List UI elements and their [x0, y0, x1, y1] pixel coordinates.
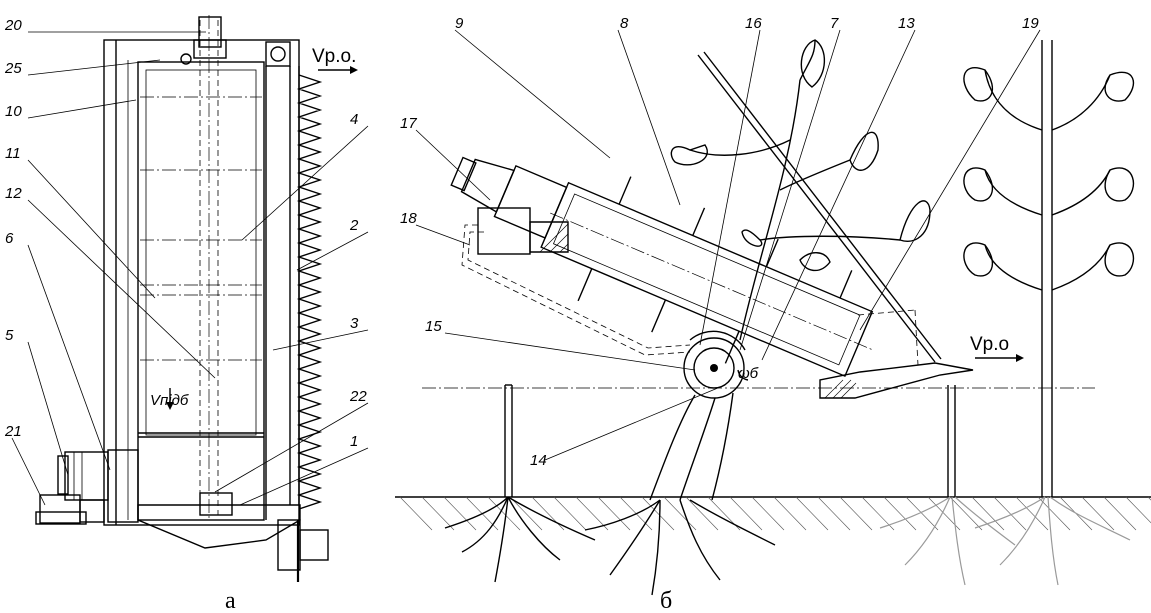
callout-25: 25 — [4, 60, 22, 77]
leader-lines — [11, 29, 1041, 506]
soil-hatch-line — [421, 496, 455, 531]
soil-hatch-line — [729, 496, 763, 531]
callout-1: 1 — [350, 433, 358, 450]
callout-2: 2 — [349, 217, 359, 234]
share — [819, 362, 974, 399]
soil-hatch-line — [487, 496, 521, 531]
callout-14: 14 — [530, 452, 547, 469]
callout-16: 16 — [745, 15, 762, 32]
soil-hatch-line — [971, 496, 1005, 531]
soil-hatch-line — [751, 496, 785, 531]
soil-hatch-line — [597, 496, 631, 531]
soil-hatch-line — [773, 496, 807, 531]
roots-dark — [444, 496, 776, 596]
panel-label-b: б — [660, 588, 672, 613]
velocity-left: Vр.о. — [312, 46, 356, 67]
hose-18 — [461, 224, 691, 356]
callout-5: 5 — [5, 327, 14, 344]
soil-hatch-line — [795, 496, 829, 531]
callouts-left: 20 25 10 11 12 6 5 21 4 2 3 22 1 — [4, 17, 367, 450]
callout-7: 7 — [830, 15, 839, 32]
omega-label: ωб — [738, 365, 759, 382]
soil-hatch-line — [861, 496, 895, 531]
callout-11: 11 — [5, 145, 21, 162]
callout-21: 21 — [4, 423, 22, 440]
callout-19: 19 — [1022, 15, 1039, 32]
right-view — [395, 39, 1151, 596]
callout-13: 13 — [898, 15, 915, 32]
soil-hatch-line — [443, 496, 477, 531]
soil-hatch-line — [993, 496, 1027, 531]
soil-hatch-line — [663, 496, 697, 531]
box-17 — [477, 207, 531, 255]
soil-hatch-line — [839, 496, 873, 531]
left-stalk — [504, 384, 513, 497]
soil-hatch-line — [883, 496, 917, 531]
soil-hatch-line — [1103, 496, 1137, 531]
callout-6: 6 — [5, 230, 14, 247]
soil-hatch-line — [949, 496, 983, 531]
belt-housing — [137, 61, 265, 521]
callout-9: 9 — [455, 15, 464, 32]
velocity-feed: Vпідб — [150, 392, 189, 409]
panel-label-a: а — [225, 588, 236, 613]
callout-3: 3 — [350, 315, 359, 332]
soil-hatch-line — [509, 496, 543, 531]
soil-hatch-line — [641, 496, 675, 531]
soil-hatch-line — [817, 496, 851, 531]
velocity-right: Vр.о — [970, 334, 1009, 355]
soil-hatch-line — [685, 496, 719, 531]
roots-light — [879, 496, 1131, 586]
soil-hatch-line — [1037, 496, 1071, 531]
soil-hatching — [399, 496, 1151, 531]
frame-outer — [103, 39, 300, 526]
callout-15: 15 — [425, 318, 442, 335]
standing-plant — [963, 40, 1135, 497]
left-view — [35, 15, 329, 582]
rod-a — [697, 54, 936, 363]
callouts-right: 17 18 9 8 16 7 13 19 15 14 — [400, 15, 1039, 469]
soil-hatch-line — [531, 496, 565, 531]
callout-22: 22 — [349, 388, 367, 405]
soil-hatch-line — [1125, 496, 1151, 524]
callout-8: 8 — [620, 15, 629, 32]
callout-12: 12 — [5, 185, 22, 202]
soil-hatch-line — [1015, 496, 1049, 531]
callout-20: 20 — [4, 17, 22, 34]
callout-4: 4 — [350, 111, 358, 128]
callout-18: 18 — [400, 210, 417, 227]
soil-hatch-line — [399, 496, 433, 531]
callout-17: 17 — [400, 115, 417, 132]
soil-hatch-line — [905, 496, 939, 531]
soil-hatch-line — [1081, 496, 1115, 531]
soil-hatch-line — [553, 496, 587, 531]
callout-10: 10 — [5, 103, 22, 120]
sawtooth-edge — [296, 74, 323, 510]
soil-hatch-line — [575, 496, 609, 531]
